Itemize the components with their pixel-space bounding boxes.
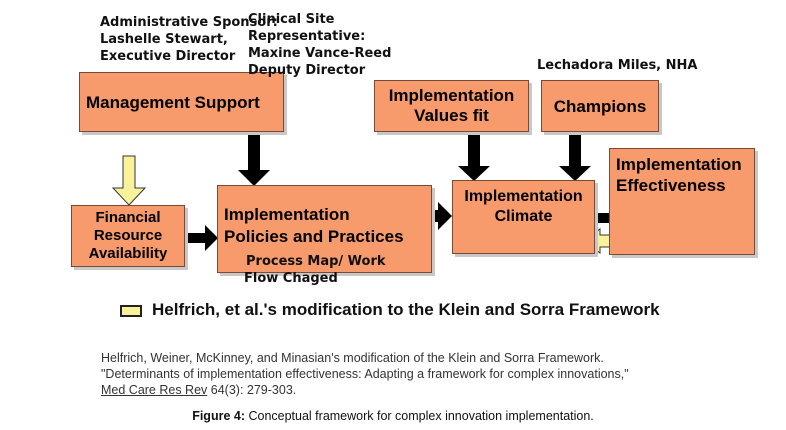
climate-label-line1: Implementation (464, 188, 583, 205)
effectiveness-label-line2: Effectiveness (616, 176, 726, 195)
sponsor-line3: Executive Director (100, 49, 236, 64)
sponsor-line1: Administrative Sponsor: (100, 15, 278, 30)
financial-label-line2: Resource (93, 227, 163, 244)
process-map-annotation: Process Map/ Work Flow Chaged (244, 253, 386, 287)
policies-label-line1: Implementation (224, 205, 350, 224)
site-line4: Deputy Director (248, 63, 366, 78)
arrow-management-to-policies (238, 132, 270, 186)
arrow-financial-to-policies (186, 225, 218, 251)
figure-caption: Figure 4: Conceptual framework for compl… (0, 409, 786, 423)
management-support-box: Management Support (79, 72, 284, 132)
site-line3: Maxine Vance-Reed (248, 46, 392, 61)
financial-label-line1: Financial (95, 209, 161, 226)
caption-label: Figure 4: (192, 409, 245, 423)
financial-label-line3: Availability (88, 245, 168, 262)
site-representative-annotation: Clinical Site Representative: Maxine Van… (248, 11, 391, 79)
arrow-valuesfit-to-climate (458, 132, 490, 181)
site-line1: Clinical Site (248, 12, 335, 27)
reference-line3: Med Care Res Rev 64(3): 279-303. (101, 383, 296, 397)
values-fit-label-line2: Values fit (414, 106, 489, 125)
climate-label-line2: Climate (494, 208, 553, 225)
values-fit-label-line1: Implementation (388, 86, 515, 105)
reference-journal: Med Care Res Rev (101, 383, 208, 397)
champions-label: Champions (553, 97, 647, 116)
site-line2: Representative: (248, 29, 366, 44)
implementation-effectiveness-box: Implementation Effectiveness (609, 148, 755, 255)
reference-citation: 64(3): 279-303. (207, 383, 297, 397)
arrow-management-to-financial (111, 155, 147, 206)
reference-line2: "Determinants of implementation effectiv… (101, 367, 629, 381)
reference-line1: Helfrich, Weiner, McKinney, and Minasian… (101, 351, 604, 365)
sponsor-line2: Lashelle Stewart, (100, 32, 228, 47)
legend-swatch (120, 305, 142, 317)
policies-label-line2: Policies and Practices (224, 227, 404, 246)
effectiveness-label-line1: Implementation (616, 155, 742, 174)
champion-person-annotation: Lechadora Miles, NHA (537, 57, 697, 74)
implementation-policies-box: Implementation Policies and Practices (217, 185, 432, 273)
sponsor-annotation: Administrative Sponsor: Lashelle Stewart… (100, 14, 278, 65)
values-fit-box: Implementation Values fit (374, 80, 529, 132)
process-line2: Flow Chaged (244, 271, 338, 286)
process-line1: Process Map/ Work (246, 254, 386, 269)
financial-resource-box: Financial Resource Availability (71, 205, 185, 267)
champions-box: Champions (541, 80, 659, 132)
implementation-climate-box: Implementation Climate (452, 180, 595, 254)
management-support-label: Management Support (86, 93, 260, 112)
legend-label: Helfrich, et al.'s modification to the K… (152, 300, 660, 319)
arrow-champions-to-climate (559, 132, 591, 181)
caption-text: Conceptual framework for complex innovat… (245, 409, 594, 423)
champion-person-text: Lechadora Miles, NHA (537, 58, 698, 73)
